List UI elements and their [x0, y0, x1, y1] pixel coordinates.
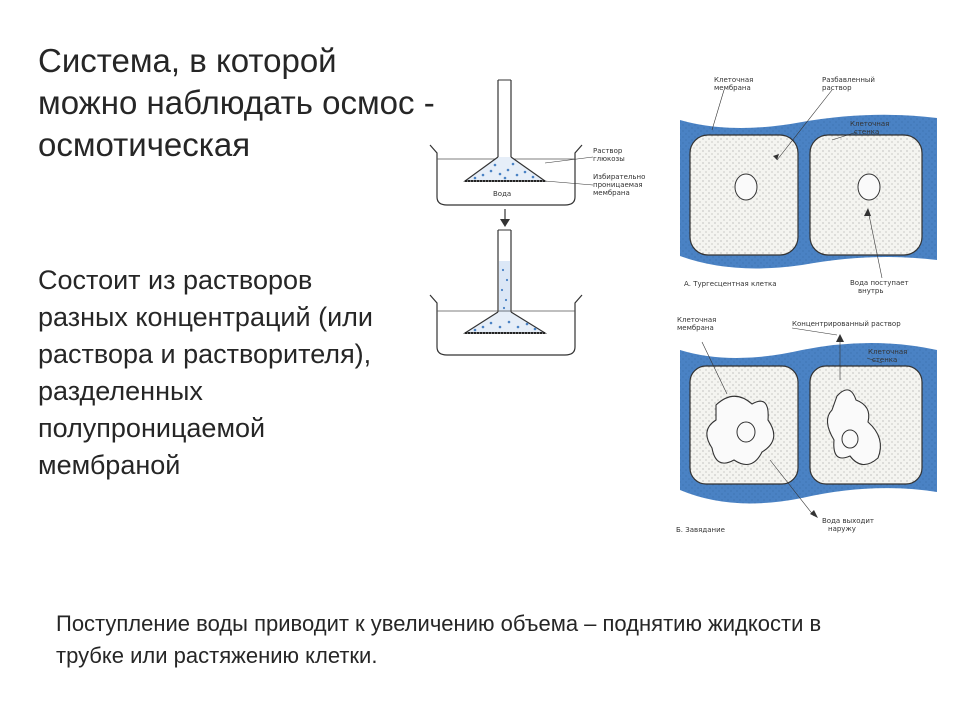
label-cell-membrane-bottom-1: Клеточная — [677, 316, 716, 324]
label-concentrated-solution: Концентрированный раствор — [792, 320, 901, 328]
slide-title: Система, в которой можно наблюдать осмос… — [38, 42, 435, 163]
nucleus-right — [857, 173, 881, 201]
shrunken-protoplast-right — [826, 389, 881, 466]
wilting-cell-panel: Клеточная мембрана Концентрированный рас… — [676, 316, 937, 534]
label-cell-wall-top-2: стенка — [854, 128, 879, 136]
label-glucose-solution-1: Раствор — [593, 147, 623, 155]
label-water-in-2: внутрь — [858, 287, 884, 295]
osmometer-after — [429, 229, 583, 356]
label-glucose-solution-2: глюкозы — [593, 155, 625, 163]
label-cell-membrane-top-2: мембрана — [714, 84, 751, 92]
label-panel-b: Б. Завядание — [676, 526, 725, 534]
label-membrane-2: проницаемая — [593, 181, 643, 189]
transition-arrow — [500, 209, 510, 227]
osmometer-diagram: Раствор глюкозы Избирательно проницаемая… — [429, 79, 645, 356]
plant-cell-diagram: Клеточная мембрана Разбавленный раствор … — [676, 76, 937, 534]
label-cell-wall-top-1: Клеточная — [850, 120, 889, 128]
label-water-out-2: наружу — [828, 525, 856, 533]
label-panel-a: А. Тургесцентная клетка — [684, 280, 777, 288]
label-cell-membrane-top-1: Клеточная — [714, 76, 753, 84]
osmotic-system-description: Состоит из растворов разных концентраций… — [38, 265, 373, 480]
label-membrane-3: мембрана — [593, 189, 630, 197]
slide-caption: Поступление воды приводит к увеличению о… — [56, 611, 822, 668]
osmometer-before: Раствор глюкозы Избирательно проницаемая… — [429, 79, 645, 206]
label-cell-wall-bottom-2: стенка — [872, 356, 897, 364]
label-cell-wall-bottom-1: Клеточная — [868, 348, 907, 356]
label-dilute-solution-1: Разбавленный — [822, 76, 875, 84]
label-cell-membrane-bottom-2: мембрана — [677, 324, 714, 332]
nucleus-left — [734, 173, 758, 201]
label-water-in-1: Вода поступает — [850, 279, 909, 287]
label-dilute-solution-2: раствор — [822, 84, 852, 92]
label-water: Вода — [493, 190, 511, 198]
label-water-out-1: Вода выходит — [822, 517, 874, 525]
label-membrane-1: Избирательно — [593, 173, 645, 181]
turgid-cell-panel: Клеточная мембрана Разбавленный раствор … — [680, 76, 937, 295]
